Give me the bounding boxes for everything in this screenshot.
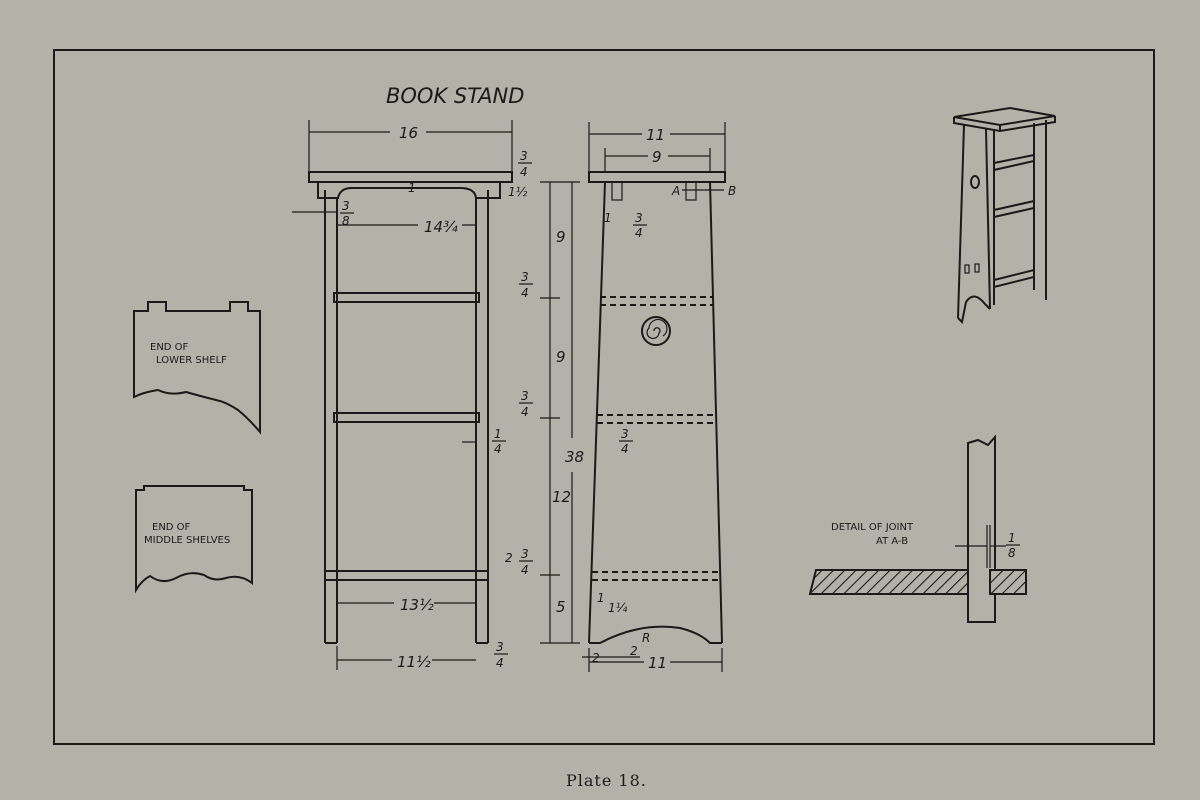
dim-tenon-n: 3 [635,211,643,225]
dim-top-inner: 9 [652,148,662,166]
dim-top-n: 3 [520,149,528,163]
front-dimensions: 16 3 4 1 1½ 3 8 14¾ 3 4 3 4 1 4 2 3 4 13… [292,120,533,671]
dim-base-inner: 11½ [397,653,431,671]
dim-apron: 1 [408,181,416,195]
middle-shelf-line1: END OF [152,522,191,533]
dim-cut-b: 2 [630,644,638,658]
dim-bottom-inner: 13½ [400,596,434,614]
front-elevation [308,171,513,644]
dim-shelf2-n: 3 [521,389,529,403]
dim-radius: R [642,631,650,645]
plate-caption: Plate 18. [566,771,647,790]
isometric-sketch [953,106,1056,325]
joint-label-line1: DETAIL OF JOINT [831,522,914,533]
dim-shelf-t-n: 1 [494,427,502,441]
dim-h2: 9 [556,348,566,366]
side-elevation [588,171,726,644]
joint-gap-n: 1 [1008,531,1016,545]
dim-bottom-rise: 2 [505,551,513,565]
middle-shelf-line2: MIDDLE SHELVES [144,535,230,546]
dim-top-depth: 11 [646,126,665,144]
dim-shelf1-d: 4 [521,286,529,300]
dim-mid-d: 4 [621,442,629,456]
dim-base-leg-n: 3 [496,640,504,654]
dim-h1: 9 [556,228,566,246]
dim-tenon-d: 4 [635,226,643,240]
middle-shelf-detail: END OF MIDDLE SHELVES [135,485,253,594]
dim-inner-width: 14¾ [424,218,458,236]
dim-shelf2-d: 4 [521,405,529,419]
joint-label-line2: AT A-B [876,536,908,547]
joint-gap-d: 8 [1008,546,1016,560]
dim-tenon: 1 [604,211,612,225]
joint-detail: 1 8 DETAIL OF JOINT AT A-B [808,434,1027,623]
dim-base-leg-d: 4 [496,656,504,670]
drawing-title: BOOK STAND [386,84,524,108]
plate-border [53,49,1155,745]
dim-leg-n: 3 [342,199,350,213]
dim-low-mixed: 1¼ [608,601,628,615]
dim-total: 38 [565,448,584,466]
dim-apron-side: 1½ [508,185,528,199]
dim-leg-d: 8 [342,214,350,228]
dim-bottom-n: 3 [521,547,529,561]
label-b: B [728,184,736,198]
lower-shelf-line2: LOWER SHELF [156,355,227,366]
dim-width: 16 [399,124,418,142]
dim-h3: 12 [552,488,571,506]
dim-mid-n: 3 [621,427,629,441]
lower-shelf-detail: END OF LOWER SHELF [133,301,261,435]
dim-bottom-d: 4 [521,563,529,577]
dim-shelf1-n: 3 [521,270,529,284]
dim-base-depth: 11 [648,654,667,672]
label-a: A [671,184,680,198]
height-dimensions: 9 9 12 5 38 [540,181,586,644]
dim-shelf-t-d: 4 [494,442,502,456]
lower-shelf-line1: END OF [150,342,189,353]
dim-cut-a: 2 [592,651,600,665]
dim-h4: 5 [556,598,566,616]
side-dimensions: 11 9 A B 1 3 4 3 4 1 1¼ R 2 2 11 [582,122,736,672]
dim-top-d: 4 [520,165,528,179]
dim-low: 1 [597,591,605,605]
